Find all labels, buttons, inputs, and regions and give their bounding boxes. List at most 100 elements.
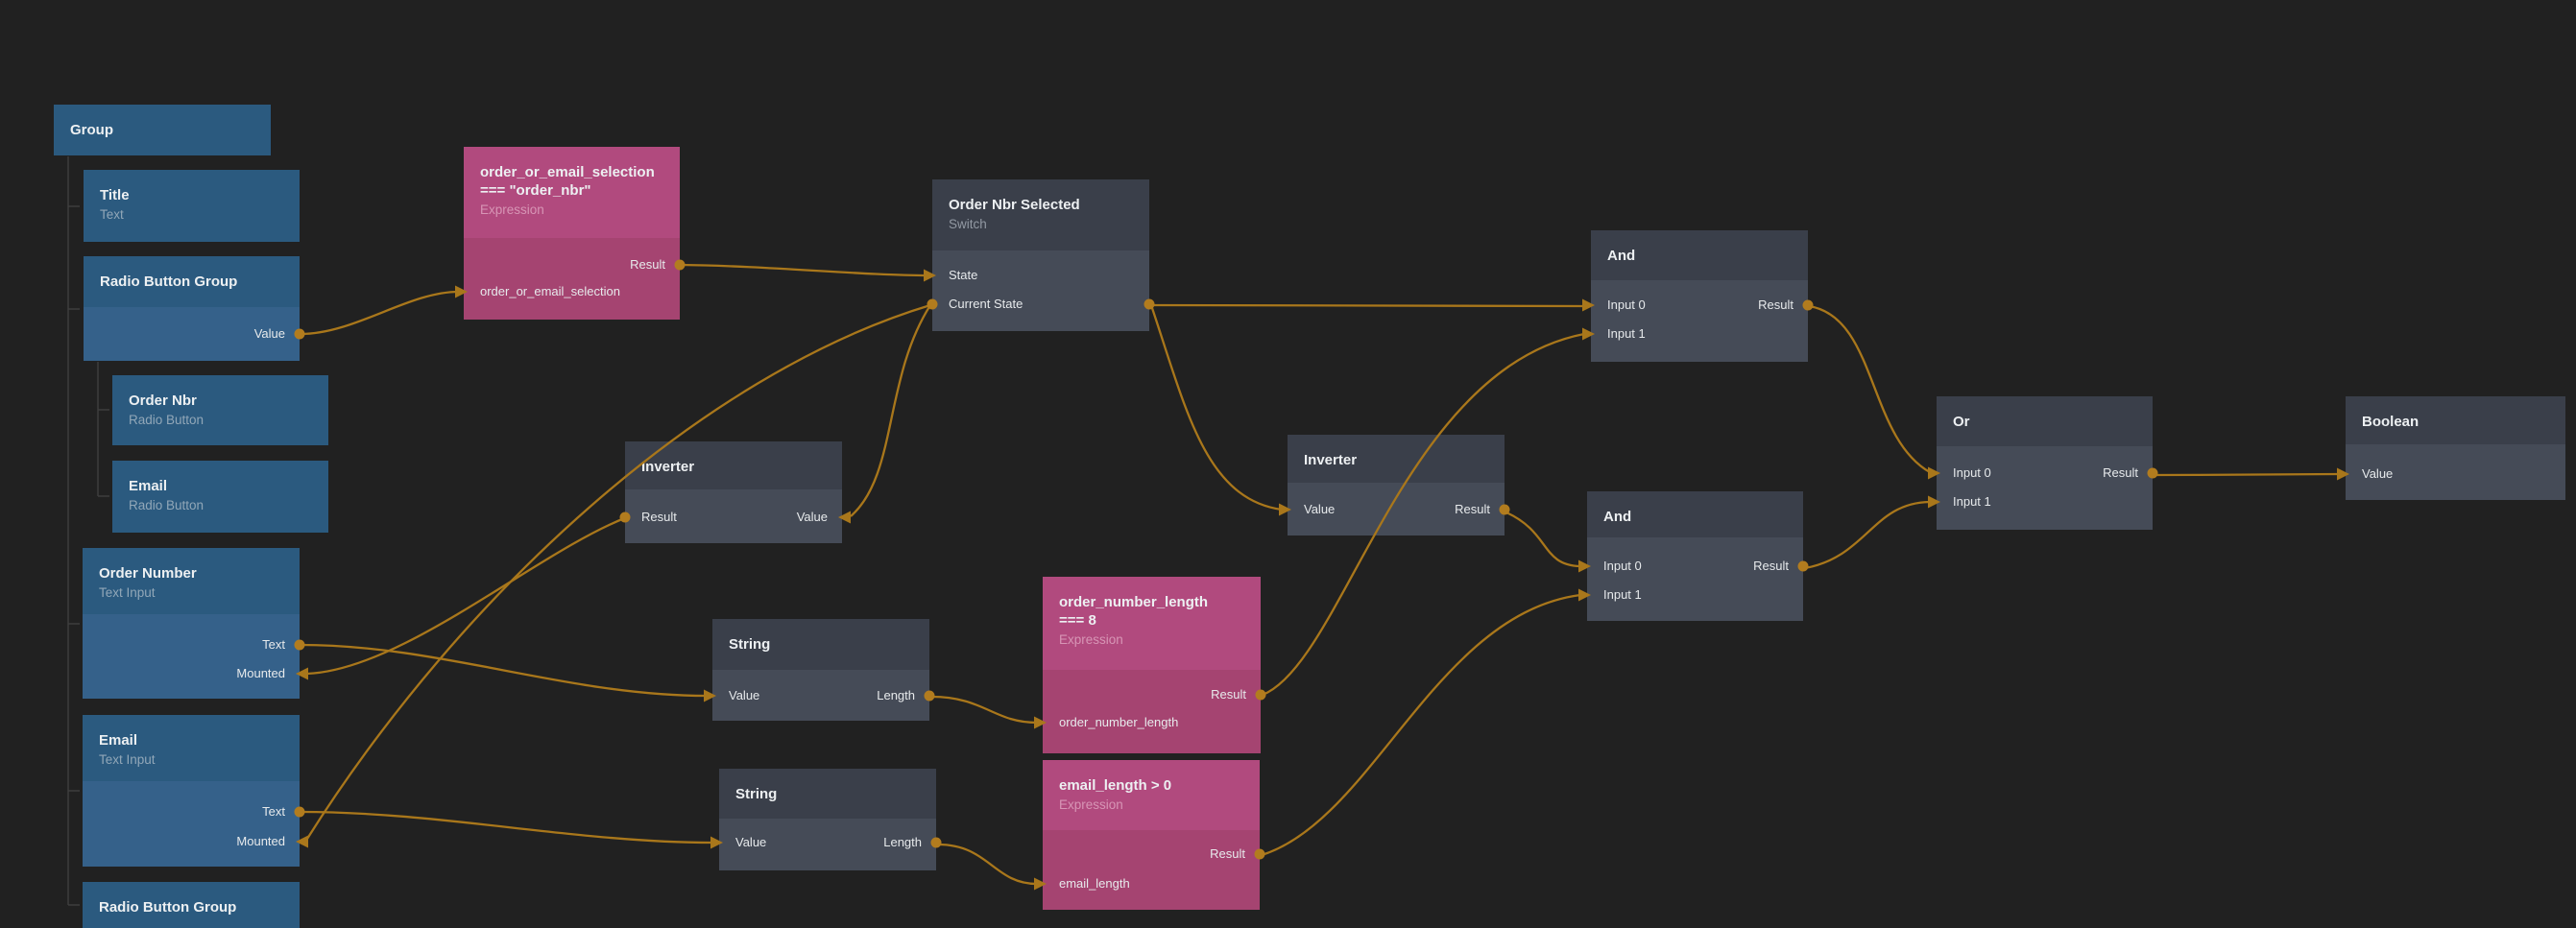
node-titles: Inverter [641,458,834,476]
node-header: Inverter [1288,435,1505,483]
node-title: Email [129,478,168,494]
port-label-result: Result [1210,846,1245,861]
node-titles: email_length > 0 Expression [1059,776,1252,814]
node-title: email_length > 0 [1059,777,1172,794]
node-header: Group [54,105,271,155]
wire-rbg1-Value--expr1-order_or_email_selection[interactable] [300,290,460,336]
port-label-current-state: Current State [949,297,1023,311]
node-title: order_number_length [1059,594,1209,610]
node-header: order_or_email_selection=== "order_nbr"E… [464,147,680,238]
wire-and1-Result--or1-Input0[interactable] [1808,304,1931,473]
node-subtitle: Text Input [99,752,156,767]
wire-inverter1-Result--order_number-Mounted[interactable] [306,515,628,676]
port-label-result: Result [1455,502,1490,516]
port-label-result: Result [2103,465,2138,480]
node-subtitle: Switch [949,217,987,231]
wire-email_ti-Text--string2-Value[interactable] [300,810,713,845]
node-title: Radio Button Group [100,274,238,290]
wire-or1-Result--boolean1-Value[interactable] [2154,472,2341,477]
port-label-value: Value [1304,502,1336,516]
port-label-value: Value [735,835,767,849]
wire-expr2-Result--and1-Input1[interactable] [1262,332,1585,697]
node-title: Radio Button Group [99,899,237,916]
wire-switch1-CurrentState--email_ti-Mounted[interactable] [306,303,931,840]
node-title: Email [99,732,138,749]
node-header: Inverter [625,441,842,489]
node-rbg2[interactable]: Radio Button Group [83,882,300,928]
node-header: And [1591,230,1808,280]
port-label-state: State [949,268,978,282]
port-label-email-length: email_length [1059,876,1130,891]
port-label-length: Length [877,688,915,702]
node-subtitle: Expression [1059,797,1123,812]
wire-expr3-Result--and2-Input1[interactable] [1261,593,1581,857]
wire-switch1-CurrentState--inverter2-Value[interactable] [1149,304,1283,512]
wire-string2-Length--expr3-email_length[interactable] [937,843,1038,886]
node-titles: And [1603,508,1795,526]
node-titles: order_or_email_selection=== "order_nbr"E… [480,163,672,219]
port-label-order-or-email-selection: order_or_email_selection [480,284,620,298]
wire-switch1-CurrentState--and1-Input0[interactable] [1150,303,1585,308]
wire-order_number-Text--string1-Value[interactable] [300,643,708,698]
port-label-order-number-length: order_number_length [1059,715,1179,729]
node-titles: String [735,785,928,803]
node-title: Or [1953,414,1970,430]
wire-and2-Result--or1-Input1[interactable] [1804,500,1931,570]
node-header: String [712,619,929,670]
node-title: Title [100,187,130,203]
node-header: Radio Button Group [83,882,300,928]
node-title: String [735,786,778,802]
wire-string1-Length--expr2-order_number_length[interactable] [930,695,1038,725]
port-label-input-0: Input 0 [1603,559,1642,573]
port-label-result: Result [630,257,665,272]
wire-inverter2-Result--and2-Input0[interactable] [1505,511,1581,568]
port-label-result: Result [1211,687,1246,702]
node-titles: Radio Button Group [99,898,292,916]
node-header: email_length > 0 Expression [1043,760,1260,830]
port-label-input-0: Input 0 [1953,465,1991,480]
wire-expr1-Result--switch1-State[interactable] [680,263,928,277]
node-title: Order Nbr [129,393,197,409]
node-titles: And [1607,247,1800,265]
wire-switch1-CurrentState--inverter1-Value[interactable] [850,304,931,517]
node-title: String [729,636,771,653]
node-titles: String [729,635,922,654]
node-titles: Radio Button Group [100,273,292,291]
node-header: Or [1937,396,2153,446]
port-label-input-1: Input 1 [1607,326,1646,341]
node-group1[interactable]: Group [54,105,271,155]
port-label-value: Value [729,688,760,702]
port-label-text: Text [262,637,285,652]
node-title: And [1607,248,1636,264]
node-title: And [1603,509,1632,525]
node-header: And [1587,491,1803,537]
node-title: Order Number [99,565,197,582]
node-expr1[interactable]: order_or_email_selection=== "order_nbr"E… [464,147,680,320]
node-subtitle: Radio Button [129,413,205,427]
